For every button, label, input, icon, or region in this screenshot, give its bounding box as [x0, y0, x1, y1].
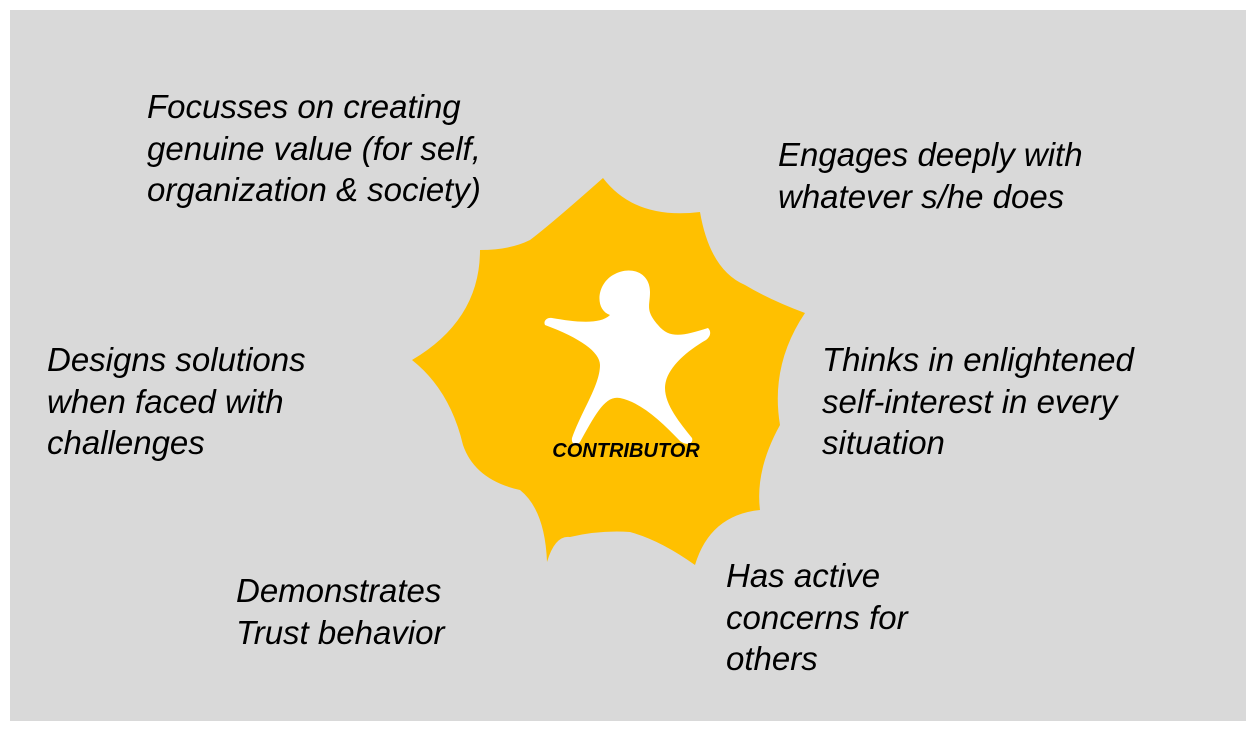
- trait-line: when faced with: [47, 382, 284, 420]
- diagram-canvas: CONTRIBUTOR Focusses on creating genuine…: [10, 10, 1246, 721]
- trait-bottom-right: Has active concerns for others: [726, 555, 908, 680]
- trait-bottom-left: Demonstrates Trust behavior: [236, 570, 444, 653]
- trait-line: whatever s/he does: [778, 177, 1065, 215]
- trait-line: Demonstrates: [236, 572, 442, 609]
- trait-line: others: [726, 640, 818, 678]
- trait-right: Thinks in enlightened self-interest in e…: [822, 339, 1134, 464]
- trait-line: concerns for: [726, 598, 908, 636]
- contributor-burst: [412, 178, 805, 565]
- person-figure-icon: [544, 270, 711, 445]
- center-label: CONTRIBUTOR: [552, 440, 700, 462]
- trait-line: Trust behavior: [236, 613, 445, 651]
- trait-top-right: Engages deeply with whatever s/he does: [778, 134, 1083, 217]
- trait-line: organization & society): [147, 171, 481, 209]
- trait-line: self-interest in every: [822, 382, 1118, 420]
- trait-line: situation: [822, 424, 945, 462]
- trait-left: Designs solutions when faced with challe…: [47, 339, 306, 464]
- trait-line: Focusses on creating: [147, 88, 461, 125]
- trait-line: challenges: [47, 424, 205, 462]
- trait-top-left: Focusses on creating genuine value (for …: [147, 86, 481, 211]
- trait-line: Has active: [726, 557, 881, 594]
- trait-line: genuine value (for self,: [147, 129, 481, 167]
- trait-line: Designs solutions: [47, 341, 306, 378]
- trait-line: Thinks in enlightened: [822, 341, 1134, 378]
- trait-line: Engages deeply with: [778, 136, 1083, 173]
